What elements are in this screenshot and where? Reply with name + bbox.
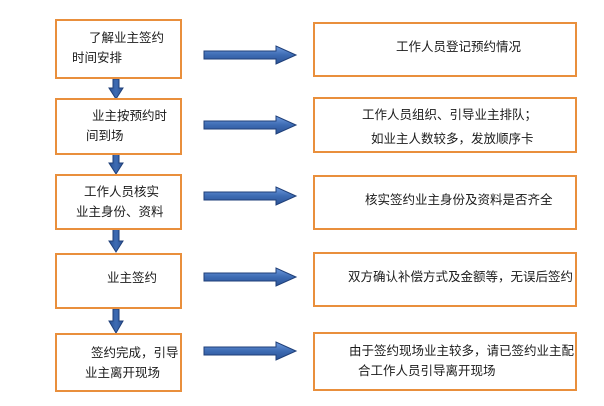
step-3-label-line-1: 工作人员核实 bbox=[84, 184, 160, 199]
step-5-label-line-1: 签约完成，引导 bbox=[91, 345, 179, 360]
description-box-3: 核实签约业主身份及资料是否齐全 bbox=[313, 175, 577, 230]
step-1-label-line-2: 时间安排 bbox=[72, 50, 123, 65]
description-4-line-1: 双方确认补偿方式及金额等，无误后签约 bbox=[348, 269, 574, 284]
description-1-line-1: 工作人员登记预约情况 bbox=[396, 39, 522, 54]
step2-right-arrow bbox=[203, 115, 298, 135]
step4-down-arrow bbox=[108, 308, 124, 334]
description-2-line-1: 工作人员组织、引导业主排队； bbox=[362, 107, 538, 122]
step2-down-arrow bbox=[108, 153, 124, 175]
step-box-5: 签约完成，引导 业主离开现场 bbox=[55, 333, 182, 392]
step1-down-arrow bbox=[108, 78, 124, 100]
step3-right-arrow bbox=[203, 186, 298, 206]
step-1-label-line-1: 了解业主签约 bbox=[89, 30, 165, 45]
description-box-5: 由于签约现场业主较多，请已签约业主配 合工作人员引导离开现场 bbox=[313, 332, 577, 391]
description-5-line-1: 由于签约现场业主较多，请已签约业主配 bbox=[349, 343, 575, 358]
description-5-line-2: 合工作人员引导离开现场 bbox=[358, 363, 496, 378]
step-3-label-line-2: 业主身份、资料 bbox=[76, 204, 164, 219]
description-box-4: 双方确认补偿方式及金额等，无误后签约 bbox=[313, 252, 577, 307]
step3-down-arrow bbox=[108, 228, 124, 253]
step-5-label-line-2: 业主离开现场 bbox=[85, 365, 161, 380]
step4-right-arrow bbox=[203, 267, 298, 287]
description-box-1: 工作人员登记预约情况 bbox=[313, 22, 577, 77]
step-2-label-line-1: 业主按预约时 bbox=[92, 108, 168, 123]
description-box-2: 工作人员组织、引导业主排队； 如业主人数较多，发放顺序卡 bbox=[313, 97, 577, 153]
description-2-line-2: 如业主人数较多，发放顺序卡 bbox=[371, 131, 534, 146]
step1-right-arrow bbox=[203, 45, 298, 65]
step5-right-arrow bbox=[203, 341, 298, 361]
step-2-label-line-2: 间到场 bbox=[86, 128, 124, 143]
step-4-label-line-1: 业主签约 bbox=[107, 270, 158, 285]
step-box-4: 业主签约 bbox=[55, 253, 182, 309]
step-box-1: 了解业主签约 时间安排 bbox=[55, 19, 182, 79]
step-box-2: 业主按预约时 间到场 bbox=[55, 98, 182, 155]
step-box-3: 工作人员核实 业主身份、资料 bbox=[55, 174, 182, 230]
description-3-line-1: 核实签约业主身份及资料是否齐全 bbox=[365, 192, 553, 207]
